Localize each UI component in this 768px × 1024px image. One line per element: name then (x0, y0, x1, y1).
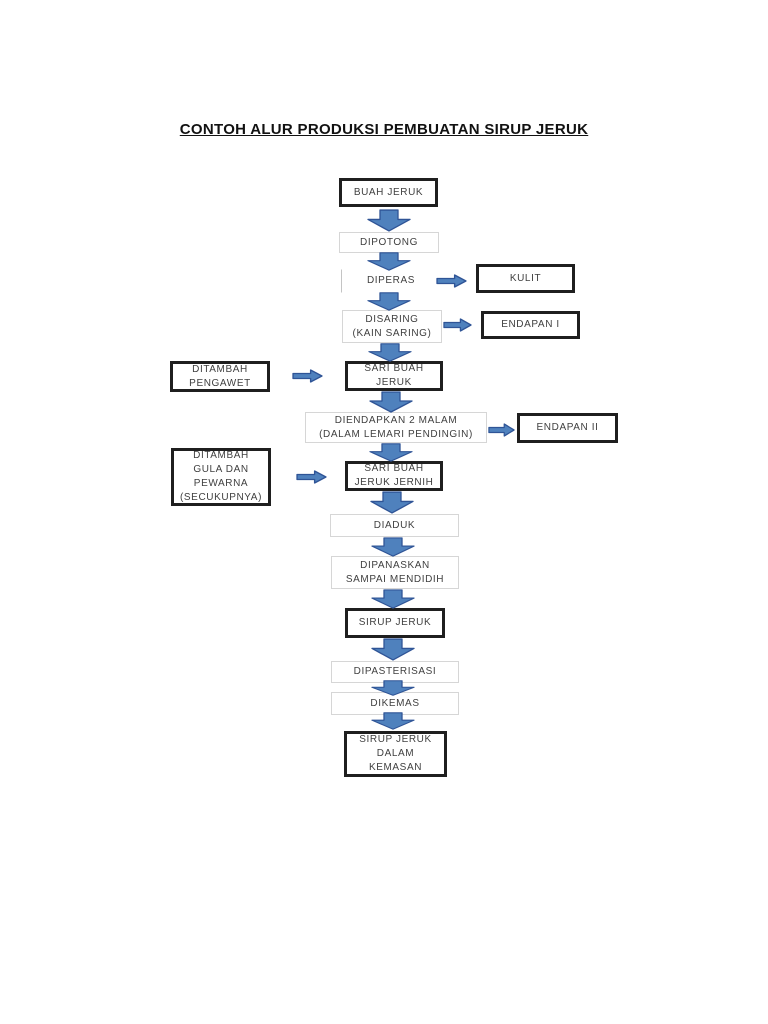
node-sari-buah-jeruk: SARI BUAH JERUK (345, 361, 443, 391)
down-arrow-diperas-to-disaring (366, 292, 412, 311)
node-diendapkan: DIENDAPKAN 2 MALAM (DALAM LEMARI PENDING… (305, 412, 487, 443)
down-arrow-dikemas-to-kemasan (370, 712, 416, 730)
node-sirup-jeruk: SIRUP JERUK (345, 608, 445, 638)
node-dipotong: DIPOTONG (339, 232, 439, 253)
down-arrow-dipasterisasi-to-dikemas (370, 680, 416, 696)
right-arrow-diendapkan-to-endapan-ii (488, 423, 515, 437)
down-arrow-sari-buah-jeruk-to-diendapkan (368, 391, 414, 413)
node-ditambah-pengawet: DITAMBAH PENGAWET (170, 361, 270, 392)
node-ditambah-gula: DITAMBAH GULA DAN PEWARNA (SECUKUPNYA) (171, 448, 271, 506)
node-sirup-jeruk-dalam-kemasan: SIRUP JERUK DALAM KEMASAN (344, 731, 447, 777)
down-arrow-sirup-jeruk-to-dipasterisasi (370, 638, 416, 661)
node-kulit: KULIT (476, 264, 575, 293)
node-sari-buah-jeruk-jernih: SARI BUAH JERUK JERNIH (345, 461, 443, 491)
node-buah-jeruk: BUAH JERUK (339, 178, 438, 207)
diagram-title: CONTOH ALUR PRODUKSI PEMBUATAN SIRUP JER… (179, 121, 589, 138)
down-arrow-dipotong-to-diperas (366, 252, 412, 271)
down-arrow-dipanaskan-to-sirup-jeruk (370, 589, 416, 609)
right-arrow-disaring-to-endapan-i (443, 318, 472, 332)
right-arrow-gula-to-jernih (296, 470, 327, 484)
node-diaduk: DIADUK (330, 514, 459, 537)
down-arrow-disaring-to-sari-buah-jeruk (367, 343, 413, 362)
node-disaring: DISARING (KAIN SARING) (342, 310, 442, 343)
node-dipanaskan: DIPANASKAN SAMPAI MENDIDIH (331, 556, 459, 589)
node-endapan-i: ENDAPAN I (481, 311, 580, 339)
down-arrow-diaduk-to-dipanaskan (370, 537, 416, 557)
down-arrow-jernih-to-diaduk (369, 491, 415, 514)
down-arrow-diendapkan-to-jernih (368, 443, 414, 462)
node-diperas: DIPERAS (341, 269, 441, 293)
node-endapan-ii: ENDAPAN II (517, 413, 618, 443)
down-arrow-buah-jeruk-to-dipotong (366, 209, 412, 232)
right-arrow-diperas-to-kulit (436, 274, 467, 288)
right-arrow-pengawet-to-sari-buah-jeruk (292, 369, 323, 383)
